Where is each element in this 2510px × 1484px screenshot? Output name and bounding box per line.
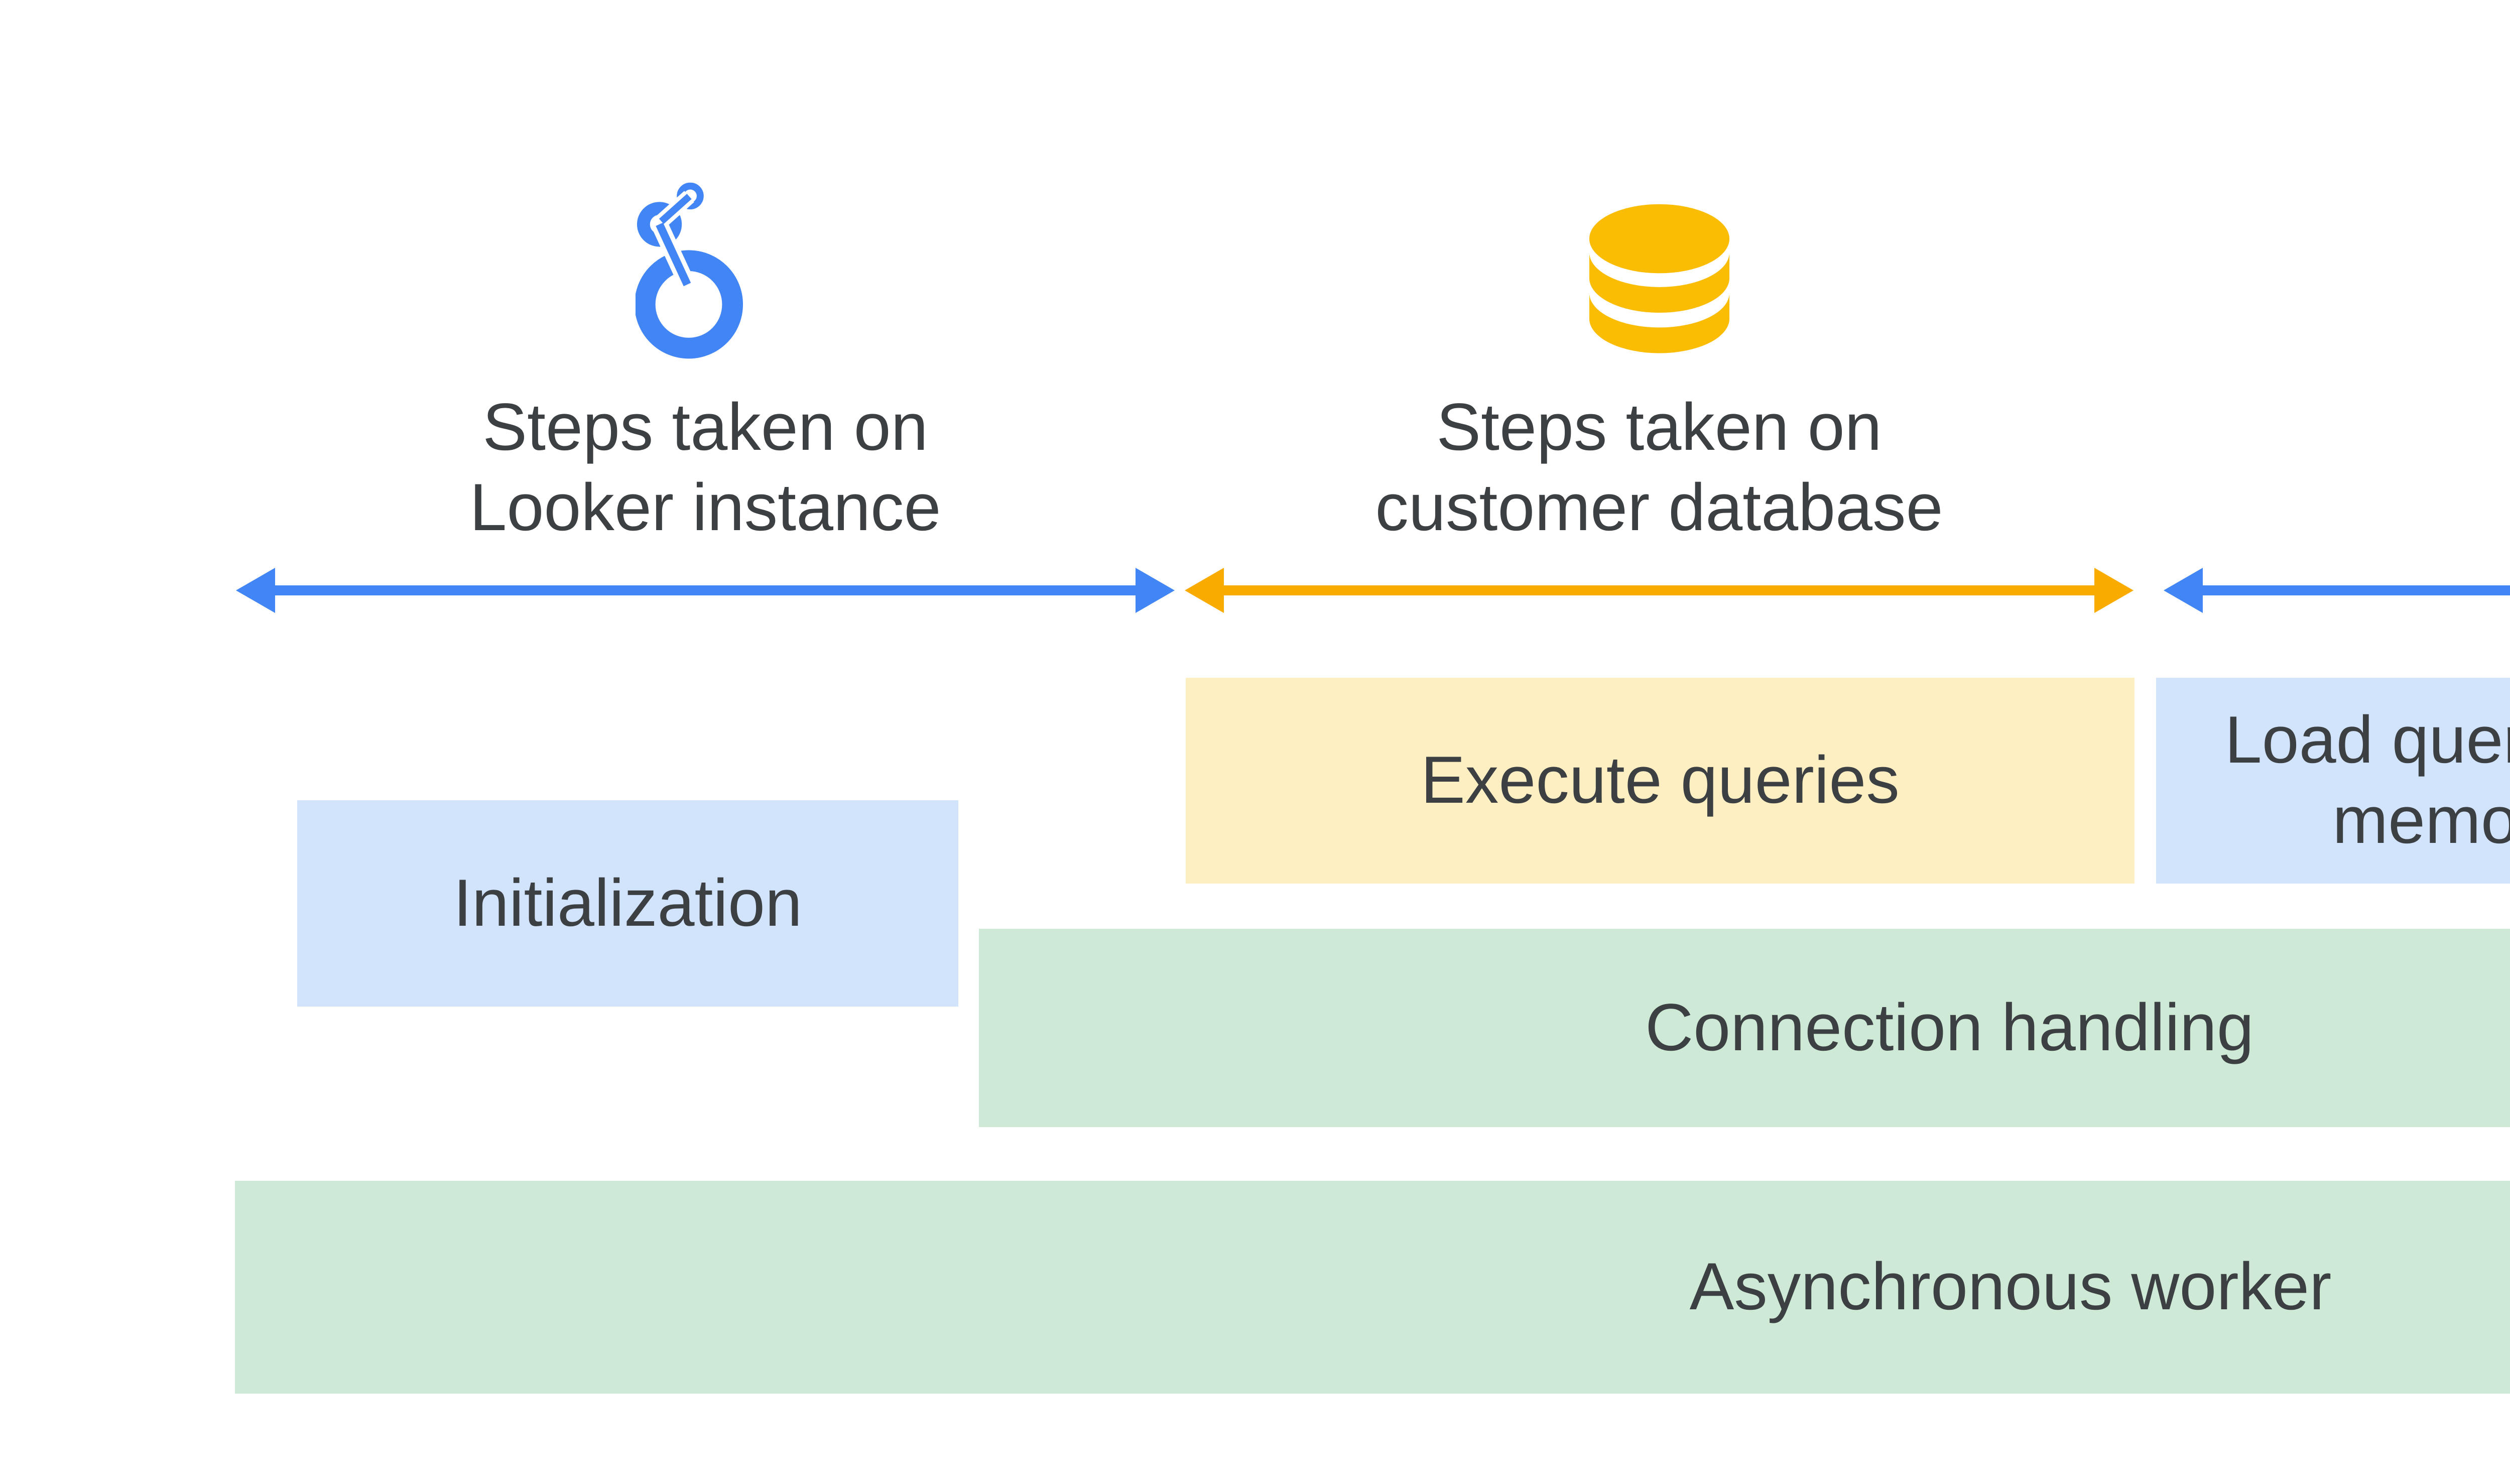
- box-label: Initialization: [453, 865, 802, 940]
- arrowhead-right-icon: [1136, 568, 1175, 613]
- box-asynchronous-worker: Asynchronous worker: [235, 1181, 2510, 1394]
- arrow-shaft: [275, 585, 1136, 595]
- arrow-shaft: [1224, 585, 2094, 595]
- range-arrow-customer-database: [1185, 568, 2134, 613]
- section-label-looker-right: Steps taken on Looker instance: [2164, 388, 2510, 548]
- arrowhead-right-icon: [2094, 568, 2134, 613]
- section-label-looker-left: Steps taken on Looker instance: [236, 388, 1175, 548]
- box-label: Load queries in: [2224, 703, 2510, 778]
- label-line: Looker instance: [2164, 468, 2510, 548]
- section-label-customer-database: Steps taken on customer database: [1185, 388, 2134, 548]
- arrowhead-left-icon: [1185, 568, 1224, 613]
- label-line: Steps taken on: [482, 390, 928, 464]
- box-label: memory: [2332, 783, 2510, 857]
- arrowhead-left-icon: [236, 568, 275, 613]
- box-label: Asynchronous worker: [1689, 1250, 2332, 1324]
- range-arrow-looker-right: [2164, 568, 2510, 613]
- arrowhead-left-icon: [2164, 568, 2203, 613]
- label-line: Steps taken on: [1436, 390, 1882, 464]
- box-label: Execute queries: [1421, 743, 1900, 818]
- label-line: Steps taken on: [2164, 388, 2510, 468]
- arrow-shaft: [2203, 585, 2510, 595]
- range-arrow-looker-left: [236, 568, 1175, 613]
- looker-icon: [636, 182, 745, 360]
- box-load-queries-in-memory: Load queries in memory: [2156, 678, 2510, 884]
- box-execute-queries: Execute queries: [1186, 678, 2135, 884]
- box-label: Connection handling: [1645, 990, 2254, 1065]
- box-initialization: Initialization: [297, 800, 958, 1007]
- box-connection-handling: Connection handling: [979, 929, 2510, 1127]
- label-line: customer database: [1375, 470, 1943, 545]
- label-line: Looker instance: [469, 470, 941, 545]
- database-icon: [1588, 203, 1731, 361]
